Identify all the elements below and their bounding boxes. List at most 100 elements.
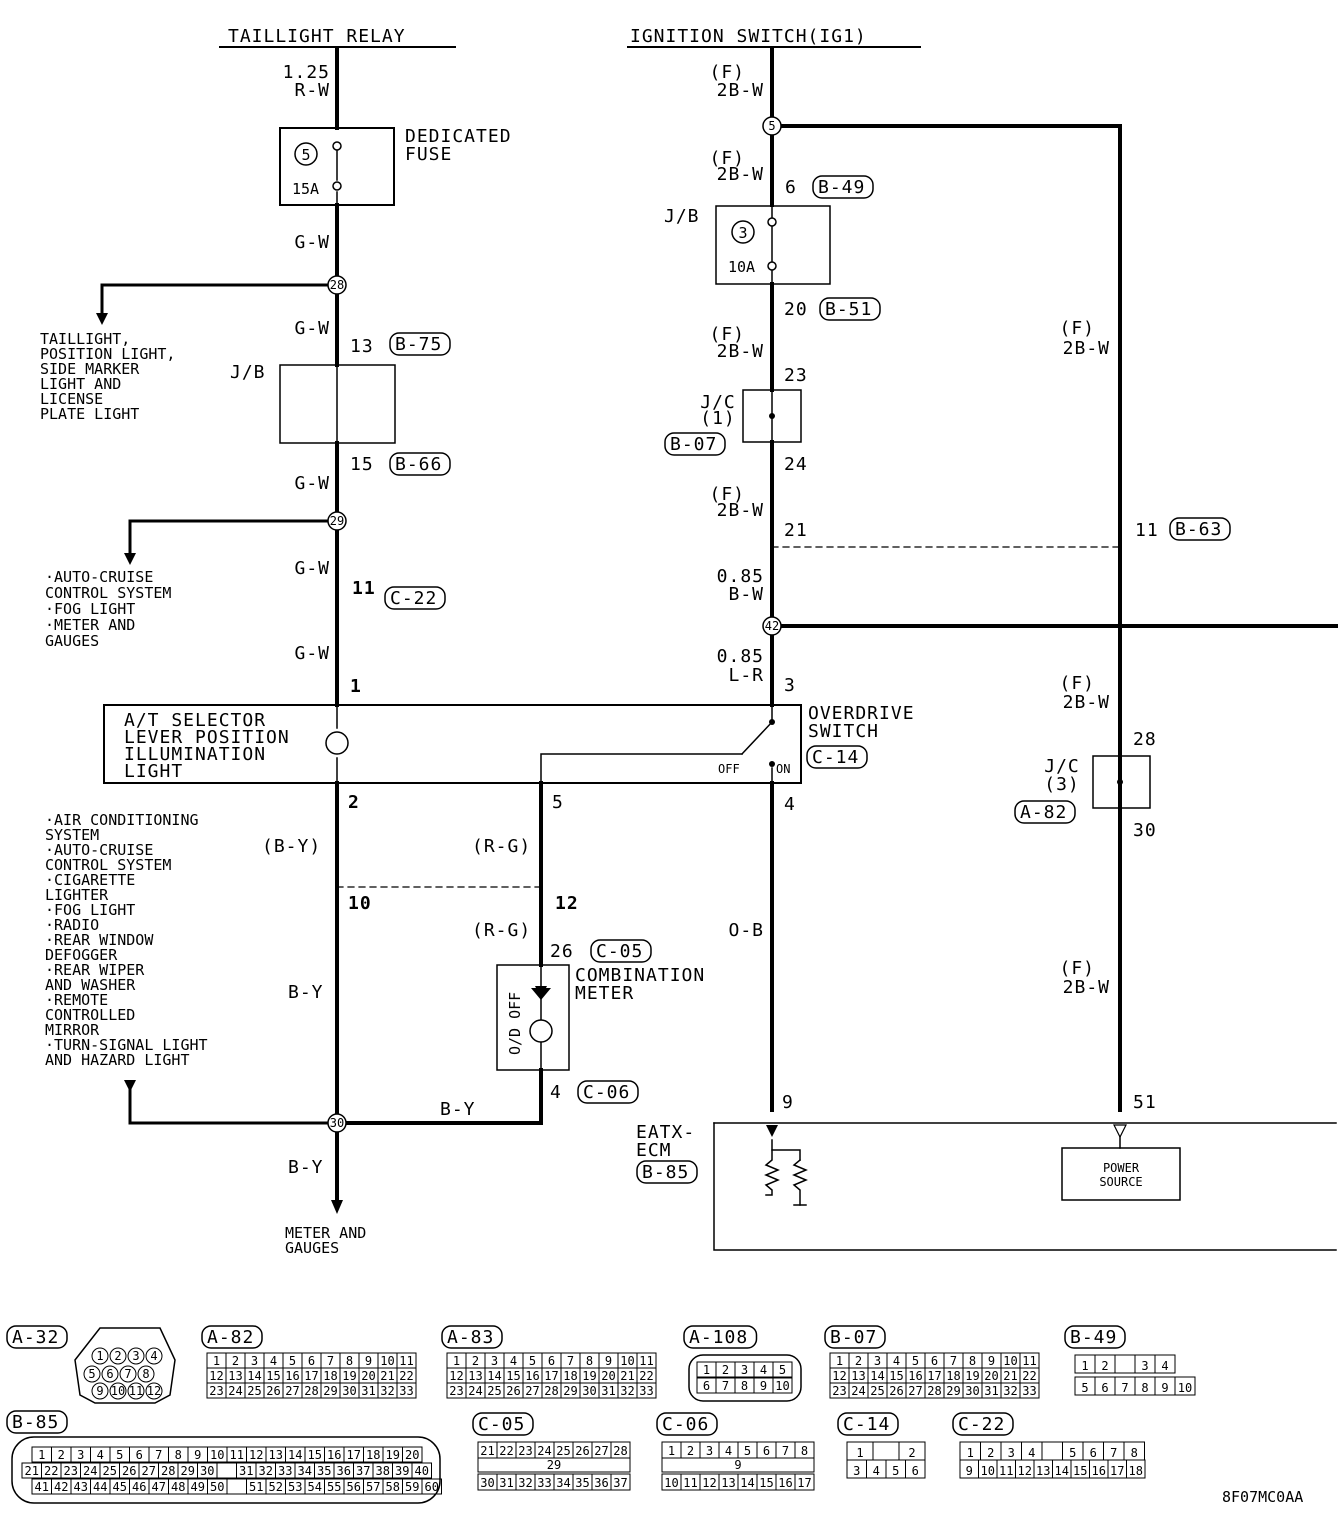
a82-pin: 6 xyxy=(308,1354,315,1368)
connector-label: C-14 xyxy=(843,1414,890,1435)
a82-pin: 18 xyxy=(323,1369,337,1383)
b49-pin: 1 xyxy=(1081,1359,1088,1373)
pin-1: 1 xyxy=(350,676,362,697)
c22-pin: 17 xyxy=(1110,1464,1124,1478)
c06-pin: 2 xyxy=(687,1444,694,1458)
b85-pin: 21 xyxy=(25,1464,39,1478)
wire-f: (F) xyxy=(709,148,745,169)
b85-pin: 32 xyxy=(259,1464,273,1478)
c05-pin: 31 xyxy=(499,1476,513,1490)
connector-label: A-83 xyxy=(447,1327,494,1348)
b85-pin: 60 xyxy=(425,1480,439,1494)
b85-pin: 48 xyxy=(171,1480,185,1494)
c06-cell xyxy=(794,1473,815,1491)
b49-cell xyxy=(1174,1376,1196,1396)
a82-pin: 11 xyxy=(399,1354,413,1368)
at-selector-label: LEVER POSITION xyxy=(124,727,290,748)
power-source-box xyxy=(1061,1147,1181,1201)
jc1-label: (1) xyxy=(700,408,736,429)
fuse-3-number: 3 xyxy=(738,224,747,242)
b07-pin: 24 xyxy=(851,1384,865,1398)
a32-pin-circle xyxy=(145,1347,163,1365)
b85-pin: 10 xyxy=(210,1448,224,1462)
b85-pin: 17 xyxy=(347,1448,361,1462)
junction-28-label: 28 xyxy=(330,278,344,292)
off-label: OFF xyxy=(718,762,740,776)
pin-23: 23 xyxy=(784,365,808,386)
a32-pin: 8 xyxy=(142,1367,149,1381)
conn-a82-frame xyxy=(1014,800,1076,824)
b85-pin: 14 xyxy=(288,1448,302,1462)
ecm-label: ECM xyxy=(636,1140,672,1161)
b49-pin: 10 xyxy=(1178,1381,1192,1395)
a108-cell xyxy=(772,1377,793,1394)
pin-13: 13 xyxy=(350,336,374,357)
a32-pin-circle xyxy=(109,1382,127,1400)
c06-pin: 6 xyxy=(763,1444,770,1458)
a83-pin: 21 xyxy=(620,1369,634,1383)
b85-pin: 42 xyxy=(54,1480,68,1494)
a82-pin: 29 xyxy=(323,1384,337,1398)
a32-pin-circle xyxy=(101,1365,119,1383)
branch-30-text: ·REMOTE xyxy=(45,991,108,1009)
a83-pin: 18 xyxy=(563,1369,577,1383)
b85-pin: 50 xyxy=(210,1480,224,1494)
conn-b66: B-66 xyxy=(395,454,442,475)
a82-pin: 30 xyxy=(342,1384,356,1398)
pin-9: 9 xyxy=(782,1092,794,1113)
b85-pin: 58 xyxy=(386,1480,400,1494)
c22-pin: 4 xyxy=(1028,1446,1035,1460)
branch-30-text: ·AIR CONDITIONING xyxy=(45,811,199,829)
b85-pin: 26 xyxy=(122,1464,136,1478)
a32-pin: 1 xyxy=(96,1349,103,1363)
a82-pin: 9 xyxy=(365,1354,372,1368)
c05-pin: 32 xyxy=(518,1476,532,1490)
b85-cell xyxy=(226,1478,247,1495)
b85-pin: 9 xyxy=(194,1448,201,1462)
b85-cell xyxy=(411,1462,432,1479)
meter-gauges-text: GAUGES xyxy=(285,1239,339,1257)
wire-gw: G-W xyxy=(294,473,330,494)
c06-pin: 12 xyxy=(702,1476,716,1490)
b85-pin: 11 xyxy=(230,1448,244,1462)
b07-pin: 19 xyxy=(965,1369,979,1383)
conn-c14: C-14 xyxy=(812,747,859,768)
header-ignition-switch: IGNITION SWITCH(IG1) xyxy=(630,26,867,47)
a83-pin: 27 xyxy=(525,1384,539,1398)
a82-pin: 15 xyxy=(266,1369,280,1383)
jc3-box xyxy=(1092,755,1151,809)
a83-pin: 10 xyxy=(620,1354,634,1368)
a32-pin-circle xyxy=(91,1347,109,1365)
b07-pin: 5 xyxy=(912,1354,919,1368)
b07-pin: 3 xyxy=(874,1354,881,1368)
pin-5: 5 xyxy=(552,792,564,813)
b85-pin: 8 xyxy=(175,1448,182,1462)
at-selector-box xyxy=(103,704,802,784)
wire-rg: (R-G) xyxy=(472,836,531,857)
branch-29-text: ·AUTO-CRUISE xyxy=(45,568,153,586)
branch-29-text: CONTROL SYSTEM xyxy=(45,584,171,602)
a82-pin: 33 xyxy=(399,1384,413,1398)
c05-pin: 33 xyxy=(537,1476,551,1490)
branch-28-text: TAILLIGHT, xyxy=(40,330,130,348)
a83-pin: 2 xyxy=(472,1354,479,1368)
fuse-name: FUSE xyxy=(405,144,452,165)
pin-6: 6 xyxy=(785,177,797,198)
branch-30-text: AND HAZARD LIGHT xyxy=(45,1051,190,1069)
b85-pin: 37 xyxy=(356,1464,370,1478)
connector-label-frame xyxy=(837,1412,899,1436)
a82-cell xyxy=(396,1382,417,1399)
branch-28-text: SIDE MARKER xyxy=(40,360,140,378)
a82-pin: 21 xyxy=(380,1369,394,1383)
a83-pin: 22 xyxy=(639,1369,653,1383)
conn-c06-frame xyxy=(577,1080,639,1104)
a82-pin: 5 xyxy=(289,1354,296,1368)
a32-pin: 5 xyxy=(88,1367,95,1381)
a32-pin-circle xyxy=(127,1347,145,1365)
wire-size-label: 1.25 xyxy=(283,62,330,83)
b85-pin: 36 xyxy=(337,1464,351,1478)
b85-pin: 3 xyxy=(77,1448,84,1462)
header-taillight-relay: TAILLIGHT RELAY xyxy=(228,26,406,47)
b07-pin: 8 xyxy=(969,1354,976,1368)
branch-28-text: LIGHT AND xyxy=(40,375,121,393)
